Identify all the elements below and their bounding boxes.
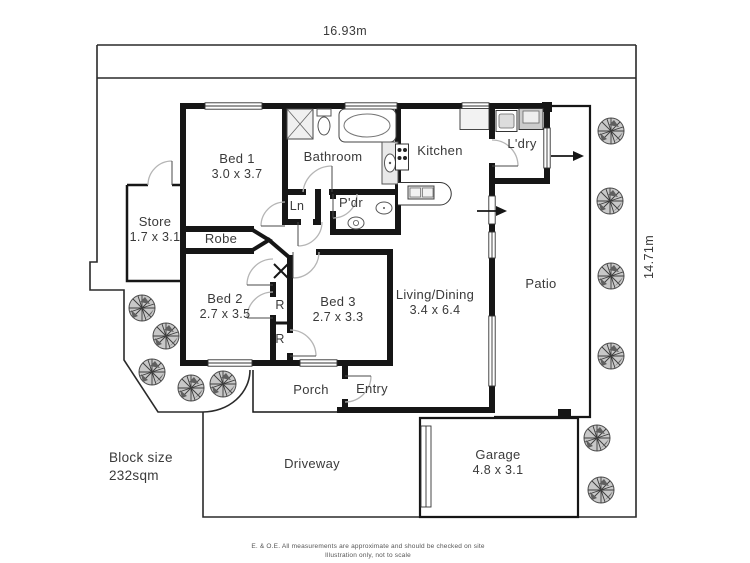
laundry-trough-icon	[518, 108, 544, 130]
patio-door-opening	[488, 195, 496, 225]
angled-hall-walls	[248, 226, 293, 325]
tree-icon	[152, 322, 180, 350]
patio-access-arrow	[477, 206, 507, 216]
powder-fixtures	[347, 201, 393, 230]
robe-chevron	[248, 226, 273, 254]
sink-icon	[407, 185, 435, 200]
patio-post-bottom	[558, 409, 571, 418]
tree-icon	[597, 342, 625, 370]
tree-icon	[587, 476, 615, 504]
disclaimer-line-2: Illustration only, not to scale	[325, 551, 411, 559]
tree-icon	[583, 424, 611, 452]
toilet-icon	[347, 216, 365, 230]
bathroom-fixtures	[286, 108, 399, 185]
stove-icon	[395, 143, 409, 171]
laundry-fixtures	[495, 108, 544, 132]
counter	[459, 108, 490, 130]
dimension-right: 14.71m	[642, 234, 656, 280]
washer-icon	[495, 110, 518, 132]
toilet-icon	[316, 108, 332, 136]
door-swings	[147, 139, 519, 403]
garage-outline	[418, 416, 580, 519]
entry-arrows	[477, 151, 584, 216]
hall-door-cross	[273, 263, 289, 279]
tree-icon	[596, 187, 624, 215]
porch-outline	[252, 370, 337, 413]
tree-icon	[597, 117, 625, 145]
store-outline	[125, 183, 183, 283]
disclaimer-line-1: E. & O.E. All measurements are approxima…	[251, 543, 485, 550]
tree-icon	[177, 374, 205, 402]
tree-icon	[138, 358, 166, 386]
dimension-top: 16.93m	[322, 24, 368, 38]
tree-icon	[597, 262, 625, 290]
garden-curve	[202, 369, 251, 413]
laundry-exit-arrow	[551, 151, 584, 161]
bathtub-icon	[338, 108, 397, 143]
windows	[204, 102, 551, 508]
disclaimer: E. & O.E. All measurements are approxima…	[0, 543, 736, 561]
kitchen-fixtures	[395, 108, 490, 206]
block-size-label: Block size 232sqm	[109, 450, 173, 484]
tree-icon	[128, 294, 156, 322]
outdoor-structures	[125, 102, 592, 519]
tree-icon	[209, 370, 237, 398]
